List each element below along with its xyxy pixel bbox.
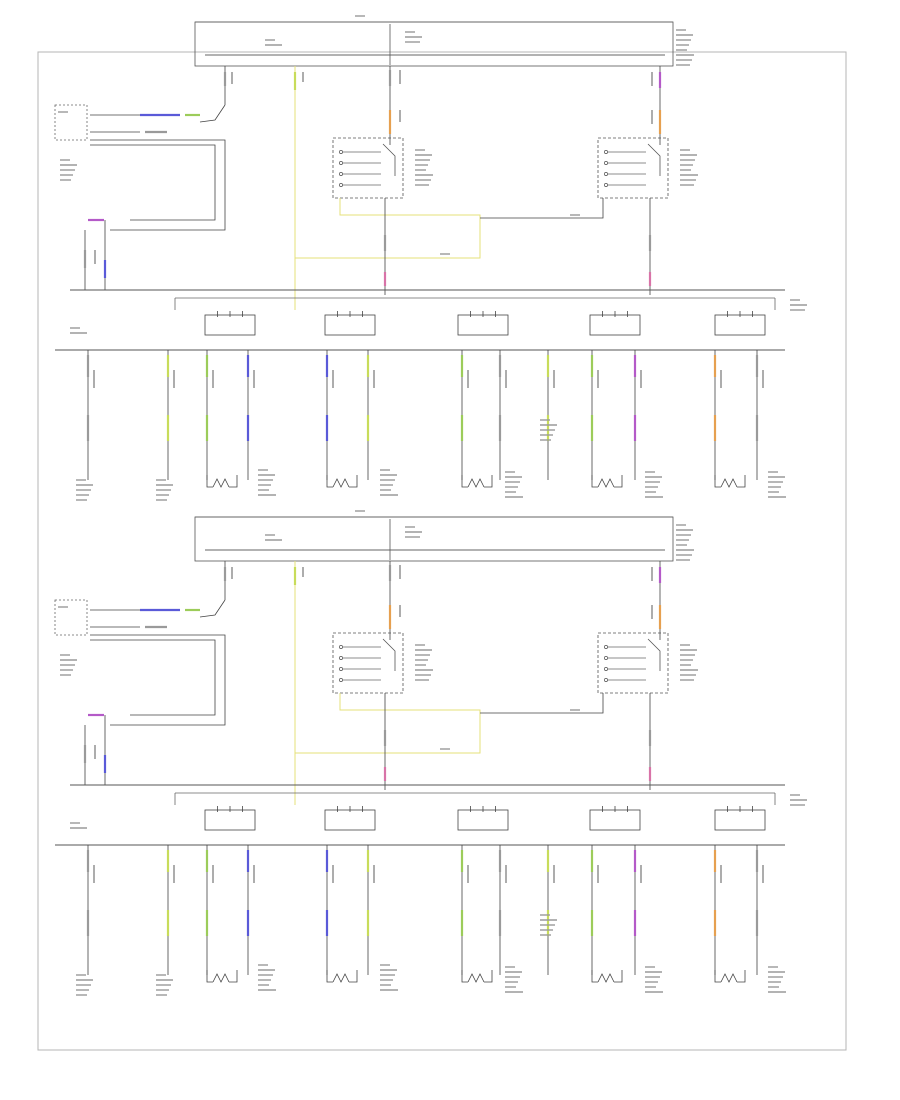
switch-terminal — [604, 183, 608, 187]
motor-icon-2 — [326, 970, 333, 983]
connector-3 — [457, 314, 509, 336]
switch-terminal — [604, 161, 608, 165]
switch-terminal — [339, 656, 343, 660]
motor-coil — [212, 973, 230, 983]
wire-left-loop-inner — [90, 634, 226, 726]
motor-lead — [614, 475, 623, 488]
switch-arm — [647, 143, 661, 176]
switch-terminal — [339, 645, 343, 649]
switch-terminal — [339, 667, 343, 671]
power-module-box — [194, 21, 674, 67]
connector-5 — [714, 809, 766, 831]
motor-coil — [720, 973, 738, 983]
motor-coil — [467, 478, 485, 488]
diagram-border — [37, 51, 847, 1051]
connector-2 — [324, 809, 376, 831]
seat-switch-right — [597, 632, 669, 694]
wire-yellow-loop — [294, 198, 481, 259]
switch-terminal — [604, 150, 608, 154]
motor-coil — [212, 478, 230, 488]
connector-2 — [324, 314, 376, 336]
motor-icon-3 — [461, 970, 468, 983]
seat-switch-right — [597, 137, 669, 199]
motor-lead — [614, 970, 623, 983]
connector-1 — [204, 314, 256, 336]
motor-icon-3 — [461, 475, 468, 488]
connector-3 — [457, 809, 509, 831]
motor-icon-4 — [591, 475, 598, 488]
motor-icon-4 — [591, 970, 598, 983]
motor-lead — [737, 475, 746, 488]
motor-lead — [229, 475, 238, 488]
motor-lead — [349, 970, 358, 983]
switch-arm — [382, 638, 396, 671]
motor-coil — [597, 478, 615, 488]
motor-icon-1 — [206, 475, 213, 488]
switch-terminal — [604, 656, 608, 660]
connector-4 — [589, 314, 641, 336]
connector-1 — [204, 809, 256, 831]
motor-lead — [229, 970, 238, 983]
motor-coil — [332, 478, 350, 488]
motor-coil — [332, 973, 350, 983]
motor-lead — [484, 970, 493, 983]
wire-left-bend — [199, 599, 226, 618]
diagram-section-lower — [54, 510, 807, 996]
wire-yellow-loop — [294, 693, 481, 754]
switch-terminal — [339, 161, 343, 165]
switch-terminal — [339, 172, 343, 176]
motor-icon-5 — [714, 970, 721, 983]
wire-left-bend — [199, 104, 226, 123]
wire-left-loop-inner — [90, 139, 226, 231]
switch-terminal — [339, 150, 343, 154]
motor-lead — [349, 475, 358, 488]
wire-switch-right-loop — [480, 198, 604, 219]
connector-5 — [714, 314, 766, 336]
motor-icon-2 — [326, 475, 333, 488]
motor-icon-5 — [714, 475, 721, 488]
switch-terminal — [604, 645, 608, 649]
switch-arm — [647, 638, 661, 671]
left-switch-box — [54, 599, 88, 636]
wire-left-loop-outer — [90, 639, 216, 716]
left-switch-box — [54, 104, 88, 141]
switch-terminal — [604, 678, 608, 682]
power-module-box — [194, 516, 674, 562]
motor-coil — [467, 973, 485, 983]
switch-terminal — [339, 183, 343, 187]
switch-terminal — [604, 172, 608, 176]
motor-icon-1 — [206, 970, 213, 983]
wire-switch-right-loop — [480, 693, 604, 714]
motor-coil — [597, 973, 615, 983]
wire-left-loop-outer — [90, 144, 216, 221]
connector-4 — [589, 809, 641, 831]
seat-switch-left — [332, 632, 404, 694]
switch-terminal — [339, 678, 343, 682]
seat-switch-left — [332, 137, 404, 199]
motor-lead — [737, 970, 746, 983]
diagram-section-upper — [54, 15, 807, 501]
switch-terminal — [604, 667, 608, 671]
switch-arm — [382, 143, 396, 176]
motor-coil — [720, 478, 738, 488]
motor-lead — [484, 475, 493, 488]
